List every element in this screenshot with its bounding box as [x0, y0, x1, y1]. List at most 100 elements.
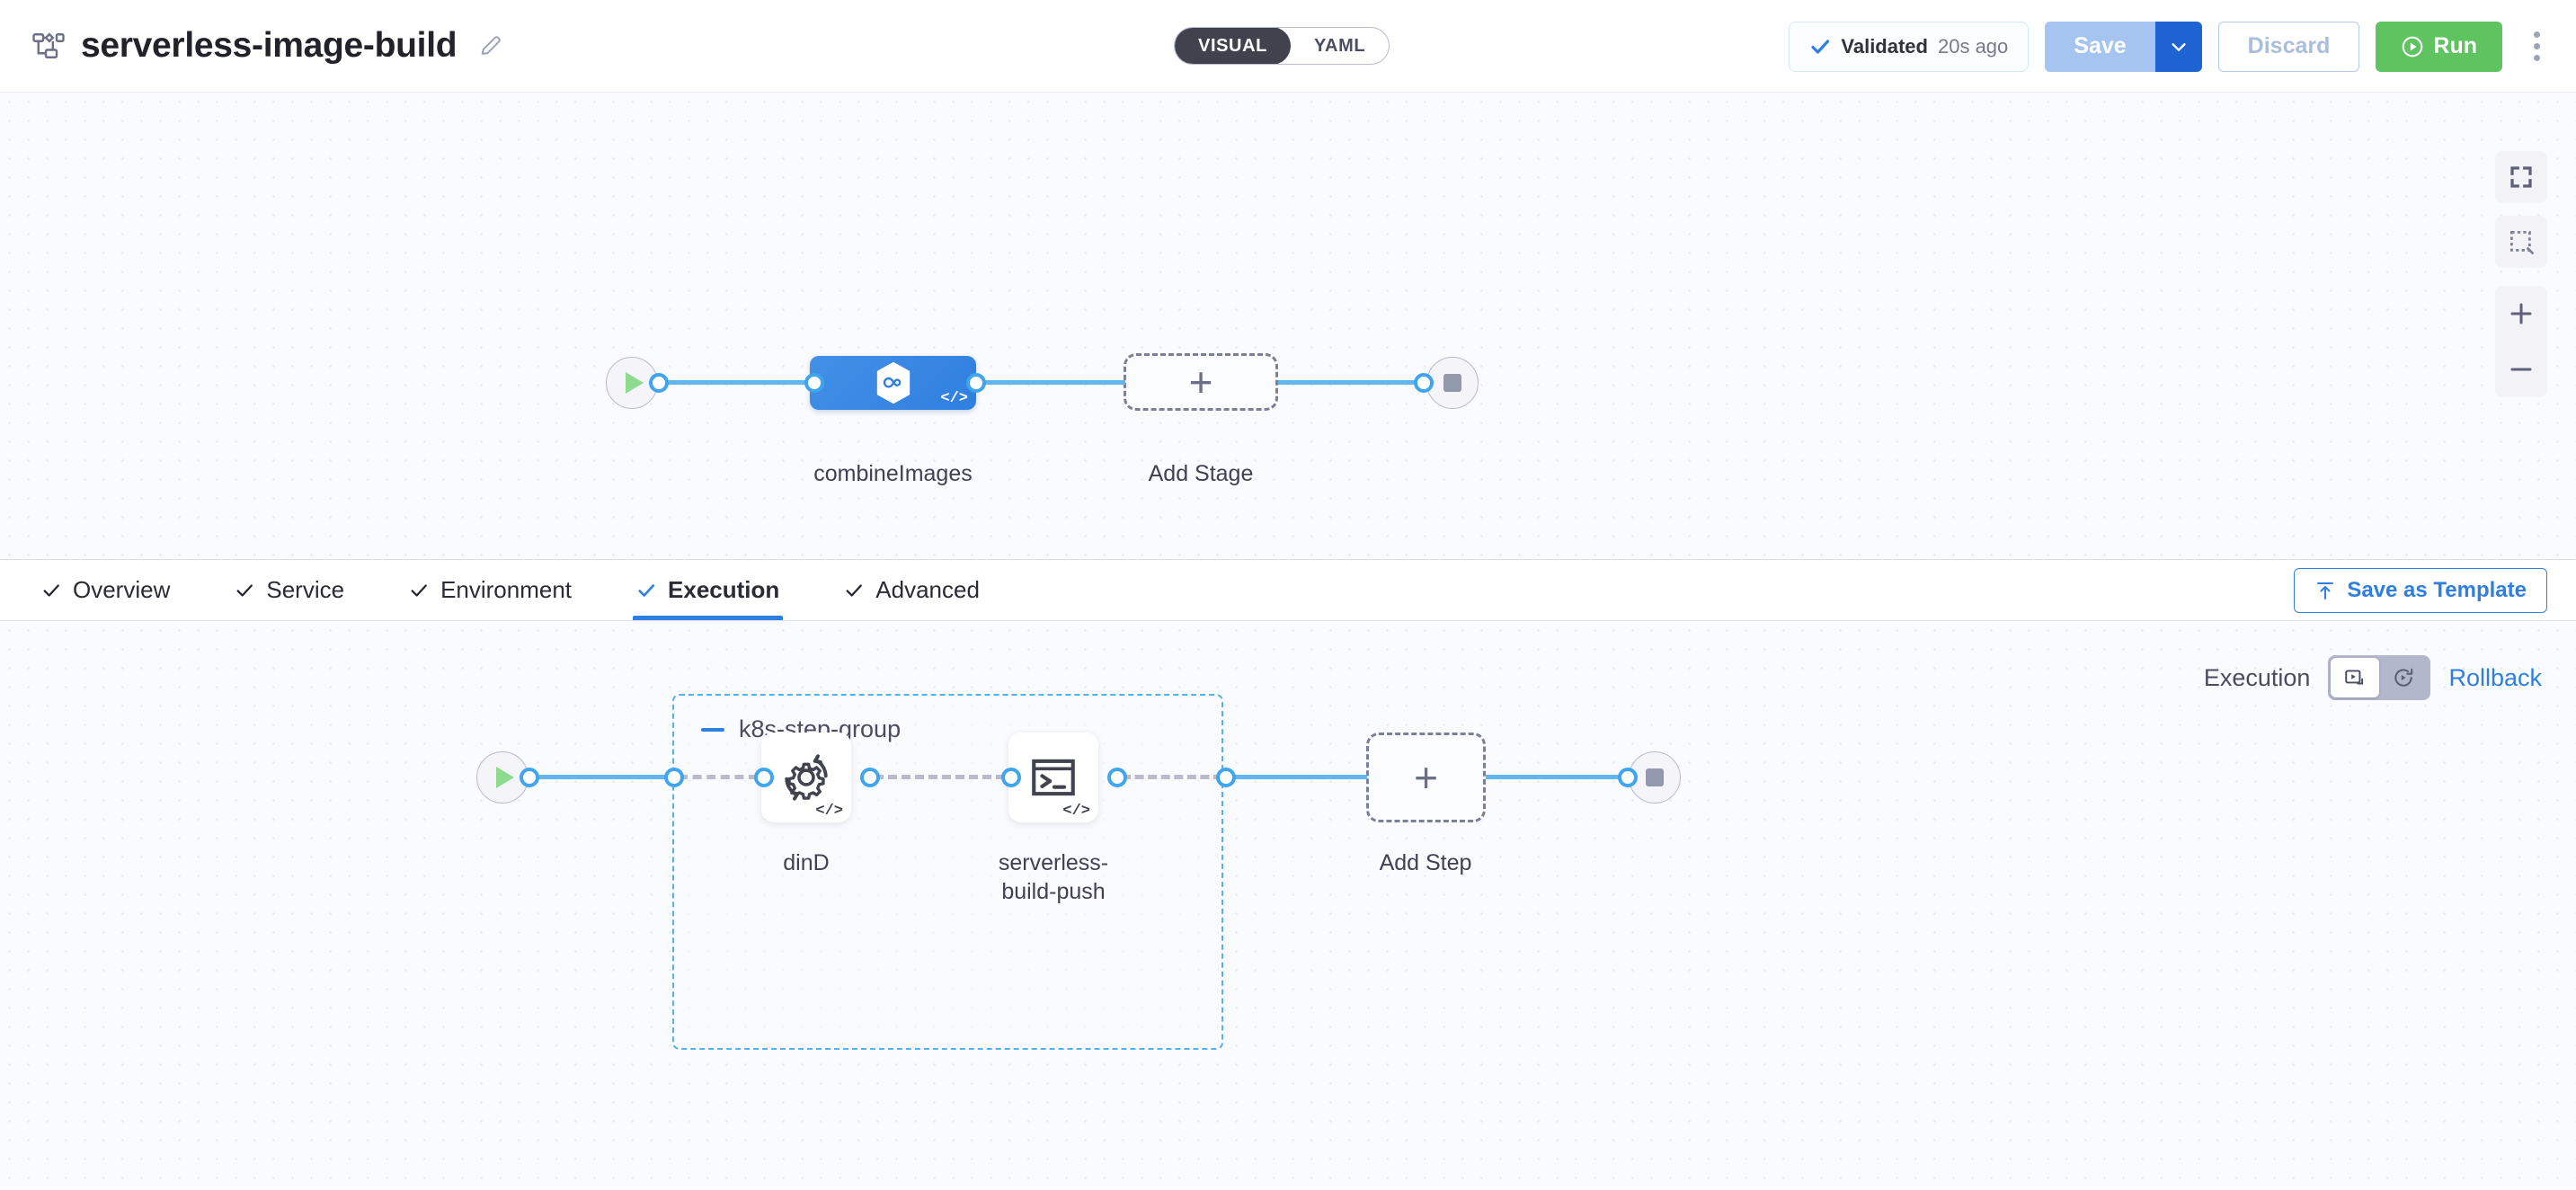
fit-to-screen-button[interactable] — [2495, 151, 2547, 203]
selection-box-button[interactable] — [2495, 216, 2547, 268]
serverless-input-port[interactable] — [1001, 768, 1021, 787]
end-input-port[interactable] — [1414, 373, 1434, 393]
minus-collapse-icon[interactable] — [701, 727, 724, 732]
execution-flow-icon — [2343, 666, 2367, 689]
group-output-port[interactable] — [1216, 768, 1236, 787]
add-stage-button[interactable]: + — [1124, 353, 1278, 411]
edge-group-to-addstep — [1230, 775, 1367, 779]
pencil-edit-icon[interactable] — [473, 33, 503, 58]
save-button-group[interactable]: Save — [2045, 21, 2202, 72]
fit-screen-icon — [2508, 164, 2535, 191]
step-node-serverless-build-push[interactable]: </> — [1008, 733, 1098, 822]
stage-config-tabbar: Overview Service Environment Execution A… — [0, 560, 2576, 621]
mode-visual[interactable]: VISUAL — [1175, 28, 1291, 64]
group-input-port[interactable] — [664, 768, 684, 787]
edge-group-to-dind — [679, 775, 758, 779]
check-icon — [409, 581, 429, 600]
execution-canvas[interactable]: Execution — [0, 621, 2576, 1187]
header-left-group: serverless-image-build — [0, 26, 503, 66]
rollback-view-button[interactable] — [2379, 658, 2428, 697]
step-label-line1: serverless- — [998, 850, 1109, 875]
page-title: serverless-image-build — [81, 26, 457, 65]
selection-box-icon — [2508, 228, 2535, 255]
execution-view-button[interactable] — [2331, 658, 2380, 697]
dind-output-port[interactable] — [860, 768, 880, 787]
dind-input-port[interactable] — [754, 768, 774, 787]
tab-label: Overview — [73, 576, 171, 603]
zoom-out-button[interactable] — [2495, 342, 2547, 397]
gear-rotate-icon — [780, 751, 832, 804]
edge-addstep-to-end — [1486, 775, 1630, 779]
plus-icon — [2508, 300, 2535, 327]
execution-mode-toggle[interactable] — [2328, 655, 2431, 700]
tab-label: Service — [266, 576, 345, 603]
stop-icon — [1443, 374, 1461, 392]
step-code-badge: </> — [815, 803, 843, 820]
save-dropdown-button[interactable] — [2154, 21, 2202, 72]
chevron-down-icon — [2169, 37, 2189, 57]
add-step-label: Add Step — [1379, 850, 1472, 875]
play-circle-icon — [2401, 35, 2424, 58]
harness-ci-hexagon-icon — [873, 360, 914, 405]
tab-label: Advanced — [875, 576, 980, 603]
step-label-serverless-build-push: serverless- build-push — [946, 848, 1161, 906]
tab-advanced[interactable]: Advanced — [840, 560, 983, 620]
edge-addstage-to-end — [1278, 380, 1420, 385]
save-as-template-button[interactable]: Save as Template — [2294, 567, 2547, 613]
header-actions: Validated 20s ago Save Discard Run — [1789, 0, 2554, 93]
validated-label: Validated — [1841, 34, 1928, 58]
discard-button[interactable]: Discard — [2217, 21, 2360, 72]
step-node-dind[interactable]: </> — [761, 733, 851, 822]
play-icon — [495, 767, 514, 788]
add-stage-label: Add Stage — [1148, 461, 1254, 486]
step-code-badge: </> — [1062, 803, 1090, 820]
play-icon — [625, 372, 644, 394]
zoom-in-button[interactable] — [2495, 286, 2547, 342]
serverless-output-port[interactable] — [1107, 768, 1127, 787]
tab-execution[interactable]: Execution — [633, 560, 784, 620]
check-icon — [636, 581, 656, 600]
execution-label: Execution — [2203, 663, 2311, 691]
edge-stage-to-addstage — [976, 380, 1125, 385]
zoom-controls — [2495, 286, 2547, 397]
status-badge: Validated 20s ago — [1789, 21, 2030, 72]
save-as-template-label: Save as Template — [2347, 577, 2527, 602]
validated-timestamp: 20s ago — [1937, 34, 2009, 58]
app-header: serverless-image-build VISUAL YAML Valid… — [0, 0, 2576, 93]
visual-yaml-toggle[interactable]: VISUAL YAML — [1174, 27, 1390, 65]
rollback-label[interactable]: Rollback — [2448, 663, 2542, 691]
kebab-menu-icon[interactable] — [2518, 22, 2554, 72]
stage-input-port[interactable] — [804, 373, 824, 393]
pipeline-flow-icon — [32, 32, 65, 59]
rollback-arrow-icon — [2392, 666, 2415, 689]
tab-service[interactable]: Service — [231, 560, 348, 620]
edge-start-to-stage — [659, 380, 813, 385]
tab-list: Overview Service Environment Execution A… — [0, 560, 983, 620]
save-button[interactable]: Save — [2045, 21, 2155, 72]
stage-label-combineimages: combineImages — [813, 461, 973, 486]
stage-output-port[interactable] — [966, 373, 986, 393]
check-icon — [844, 581, 864, 600]
run-button[interactable]: Run — [2376, 21, 2502, 72]
plus-icon: + — [1188, 359, 1213, 405]
step-label-dind: dinD — [783, 850, 830, 875]
minus-icon — [2508, 356, 2535, 383]
exec-start-output-port[interactable] — [520, 768, 539, 787]
stage-canvas[interactable]: </> combineImages + Add Stage — [0, 93, 2576, 560]
check-icon — [1809, 36, 1831, 58]
stage-code-badge: </> — [940, 390, 968, 407]
edge-serverless-to-groupout — [1122, 775, 1222, 779]
stage-canvas-controls — [2495, 151, 2547, 397]
stage-node-combineimages[interactable]: </> — [810, 356, 976, 410]
exec-end-input-port[interactable] — [1618, 768, 1638, 787]
tab-environment[interactable]: Environment — [405, 560, 575, 620]
start-output-port[interactable] — [649, 373, 669, 393]
tab-label: Execution — [668, 576, 780, 603]
run-label: Run — [2433, 33, 2477, 58]
check-icon — [41, 581, 61, 600]
mode-yaml[interactable]: YAML — [1313, 36, 1366, 56]
check-icon — [235, 581, 254, 600]
tab-overview[interactable]: Overview — [38, 560, 173, 620]
pipeline-end-node[interactable] — [1426, 357, 1479, 409]
add-step-button[interactable]: + — [1366, 733, 1486, 822]
